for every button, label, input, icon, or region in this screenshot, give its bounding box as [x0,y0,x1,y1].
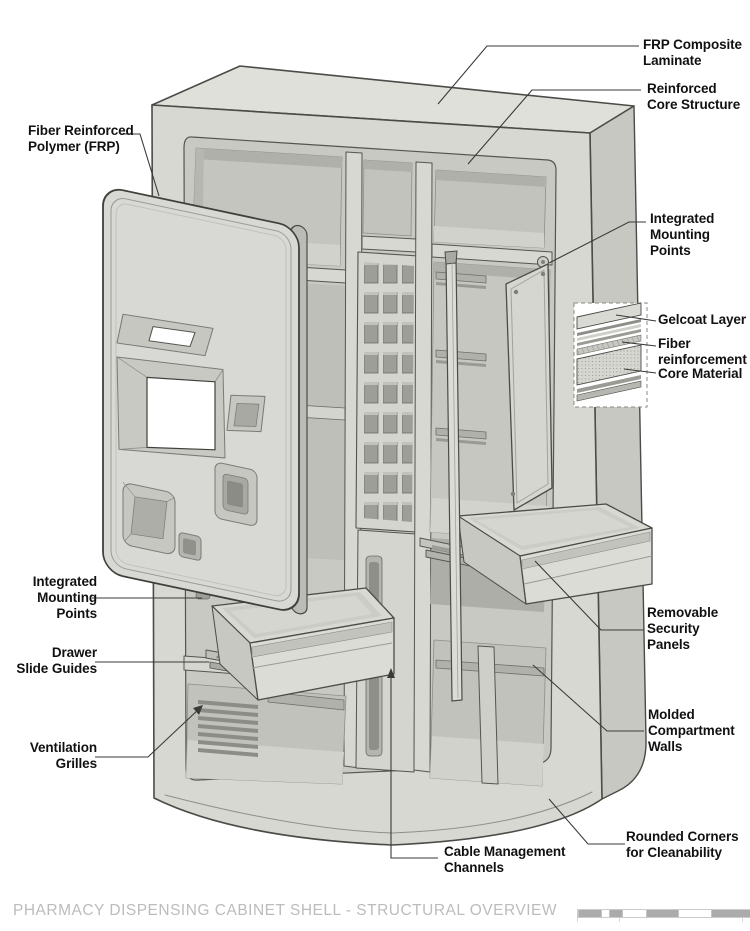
scale-bar-segment [623,910,646,917]
leader-lines [92,45,657,859]
small-slot-recess [178,532,202,561]
callout-reinforced-core-structure: Reinforced Core Structure [647,81,741,112]
scale-bar-segment [646,910,679,917]
callout-gelcoat-layer: Gelcoat Layer [658,312,746,327]
callout-cable-management-channels: Cable Management Channels [444,844,566,875]
molded-compartment-wall [477,645,499,785]
arrowhead [387,668,395,678]
pigeonhole-grid [355,251,419,533]
leader-integrated-mounting-points-right [548,221,646,264]
leader-gelcoat-layer [615,314,657,322]
callout-core-material: Core Material [658,366,743,381]
drawer-right [419,503,653,605]
callout-ventilation-grilles: Ventilation Grilles [29,740,97,771]
leader-removable-security-panels [534,560,644,631]
callout-removable-security-panels: Removable Security Panels [647,605,719,652]
scale-bar [577,909,750,918]
callout-integrated-mounting-points-right: Integrated Mounting Points [650,211,715,258]
scale-bar-ticks [577,918,743,922]
callout-frp-composite-laminate: FRP Composite Laminate [643,37,742,68]
scale-bar-segment [609,910,623,917]
middle-column [361,159,417,253]
cabinet-side-face [589,105,647,800]
dispenser-recess [122,482,176,555]
security-panel [505,263,553,511]
scale-bar-segment [578,910,602,917]
fiber-reinforcement-graphic [576,319,642,356]
arrowhead [193,705,203,715]
callout-molded-compartment-walls: Molded Compartment Walls [648,707,735,754]
card-reader-recess [226,394,266,433]
support-rod [444,250,463,702]
scale-bar-segment [711,910,750,917]
leader-fiber-reinforcement [621,341,657,347]
receipt-slot-recess [116,313,214,357]
scale-bar-segment [602,910,609,917]
callout-fiber-reinforcement: Fiber reinforcement [658,336,747,367]
scale-bar-segment [679,910,711,917]
leader-fiber-reinforced-polymer [121,133,160,197]
laminate-inset [573,302,648,408]
keypad-recess [214,462,258,526]
front-panel [102,188,308,615]
callout-rounded-corners: Rounded Corners for Cleanability [626,829,739,860]
ventilation-grille [198,700,258,757]
leader-ventilation-grilles [95,707,201,758]
leader-core-material [623,368,657,374]
leader-reinforced-core-structure [467,89,641,165]
callout-drawer-slide-guides: Drawer Slide Guides [16,645,97,676]
leader-molded-compartment-walls [532,664,644,732]
callout-integrated-mounting-points-left: Integrated Mounting Points [32,574,97,621]
screen-cutout [116,356,226,459]
base-compartment-left [183,655,349,785]
base-compartment-right [429,639,547,787]
compartment-top-right [431,169,553,266]
gelcoat-layer-graphic [576,302,642,330]
leader-rounded-corners [548,798,625,845]
core-material-graphic [576,344,642,402]
leader-frp-composite-laminate [437,45,639,105]
inset-dashed-border [573,302,648,408]
leader-cable-management-channels [390,676,438,859]
page-title: PHARMACY DISPENSING CABINET SHELL - STRU… [13,902,557,919]
molded-divider-wall [413,161,433,773]
callout-fiber-reinforced-polymer: Fiber Reinforced Polymer (FRP) [28,123,134,154]
